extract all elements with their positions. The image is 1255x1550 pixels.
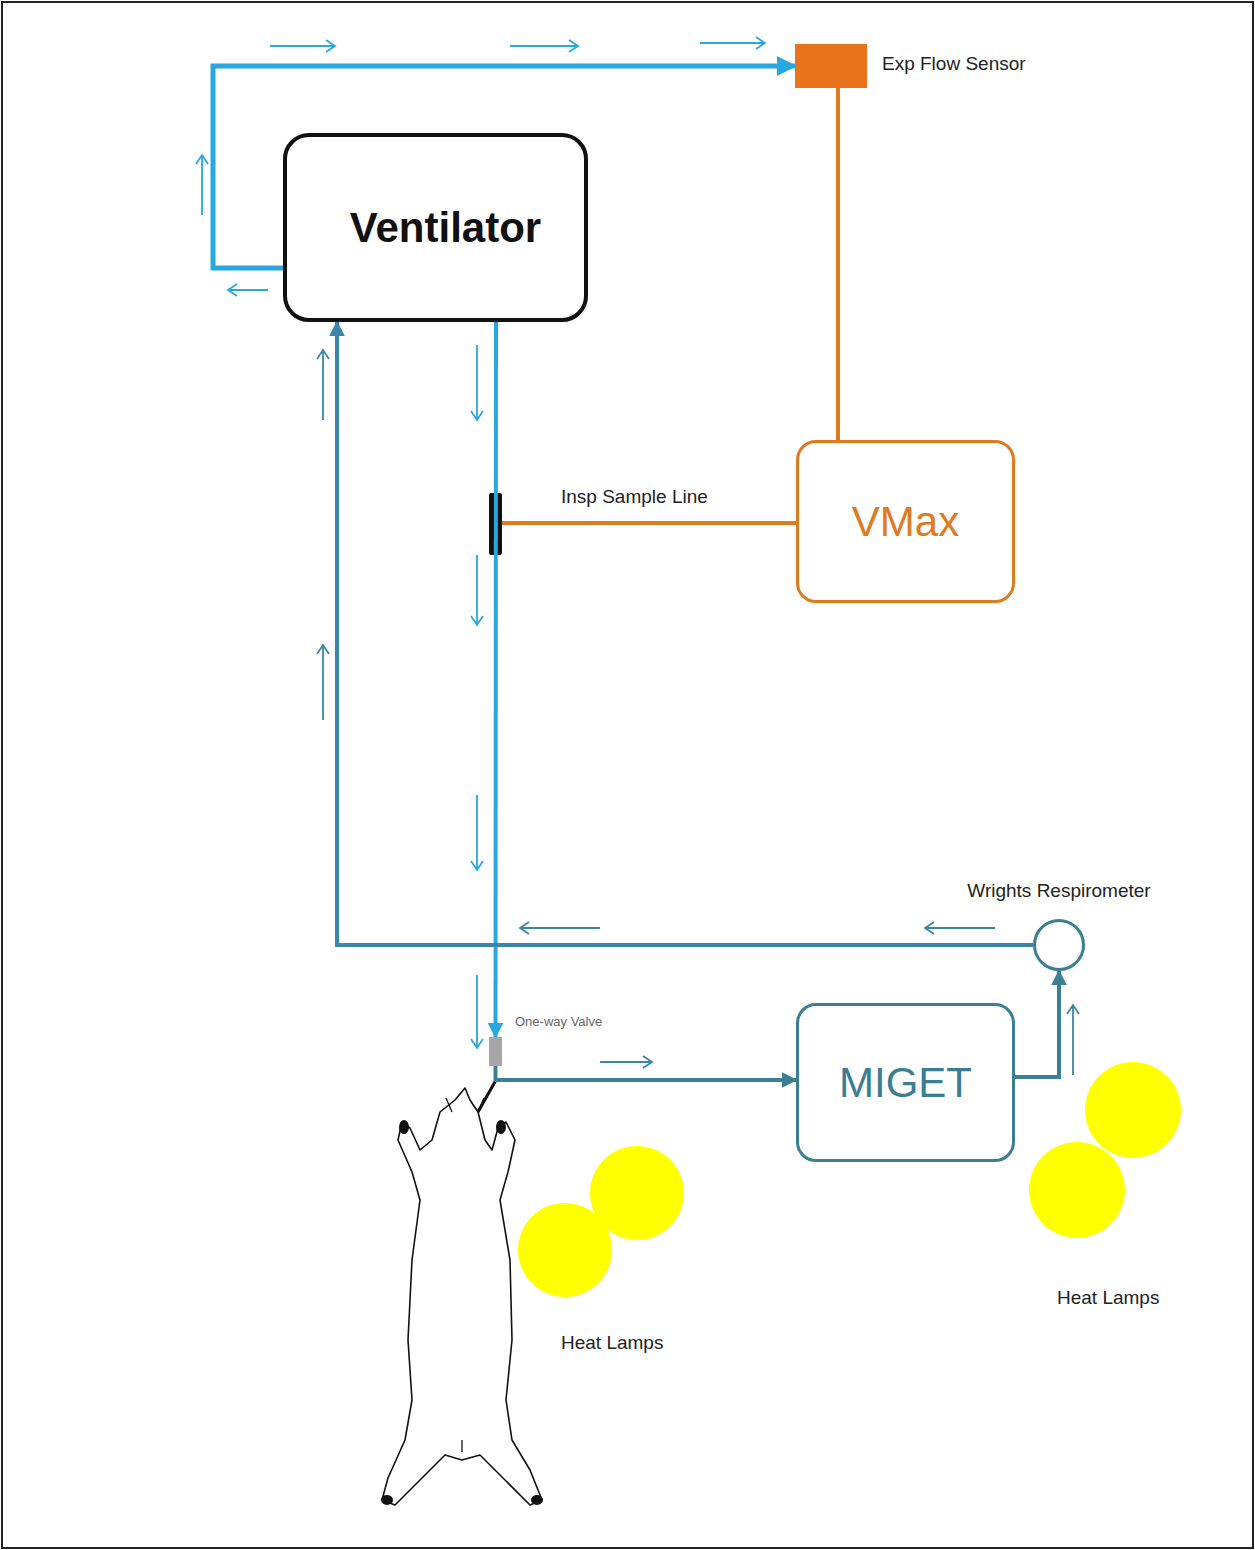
- flow-arrow: [471, 345, 483, 420]
- node-label: Wrights Respirometer: [967, 880, 1150, 902]
- sample-line-label: Insp Sample Line: [561, 486, 708, 508]
- heat-lamp: [1029, 1142, 1125, 1238]
- flow-arrows: [196, 37, 1079, 1075]
- connector: [1015, 971, 1059, 1077]
- pig-illustration: [382, 1088, 542, 1505]
- hoof: [381, 1495, 393, 1505]
- flow-arrow: [925, 922, 995, 934]
- one-way-valve: One-way Valve: [489, 1037, 502, 1066]
- hoof: [531, 1495, 543, 1505]
- miget-box: MIGET: [796, 1003, 1015, 1162]
- node-label: One-way Valve: [515, 1014, 602, 1029]
- flow-sensor: Exp Flow Sensor: [795, 44, 867, 88]
- flow-arrow: [510, 40, 578, 52]
- flow-arrow: [520, 922, 600, 934]
- flow-arrow: [228, 284, 268, 296]
- node-label: VMax: [852, 498, 959, 546]
- flow-arrow: [317, 350, 329, 420]
- hoof: [399, 1120, 409, 1134]
- endotracheal-tube: [478, 1080, 496, 1112]
- heat-lamp-label: Heat Lamps: [1057, 1287, 1159, 1309]
- heat-lamp: [1085, 1062, 1181, 1158]
- flow-arrow: [317, 645, 329, 720]
- connector: [496, 1066, 797, 1080]
- node-label: Ventilator: [350, 204, 541, 252]
- connector: [494, 322, 499, 1037]
- hoof: [496, 1120, 506, 1134]
- analyzer-box: VMax: [796, 440, 1015, 603]
- respirometer-circle: Wrights Respirometer: [1033, 919, 1085, 971]
- node-label: MIGET: [839, 1059, 972, 1107]
- flow-arrow: [270, 40, 335, 52]
- connector: [213, 66, 795, 268]
- pig-detail: [446, 1098, 484, 1452]
- sample-line: [502, 521, 797, 525]
- node-label: Exp Flow Sensor: [882, 53, 1026, 75]
- flow-arrow: [600, 1056, 652, 1068]
- flow-arrow: [471, 795, 483, 870]
- flow-arrow: [196, 155, 208, 215]
- flow-arrow: [471, 555, 483, 625]
- flow-arrow: [1067, 1005, 1079, 1075]
- flow-arrow: [700, 37, 765, 49]
- flow-arrow: [471, 975, 483, 1048]
- ventilator-box: Ventilator: [283, 133, 588, 322]
- connector: [836, 88, 840, 440]
- heat-lamp: [518, 1203, 612, 1297]
- heat-lamp-label: Heat Lamps: [561, 1332, 663, 1354]
- connector: [337, 322, 1033, 945]
